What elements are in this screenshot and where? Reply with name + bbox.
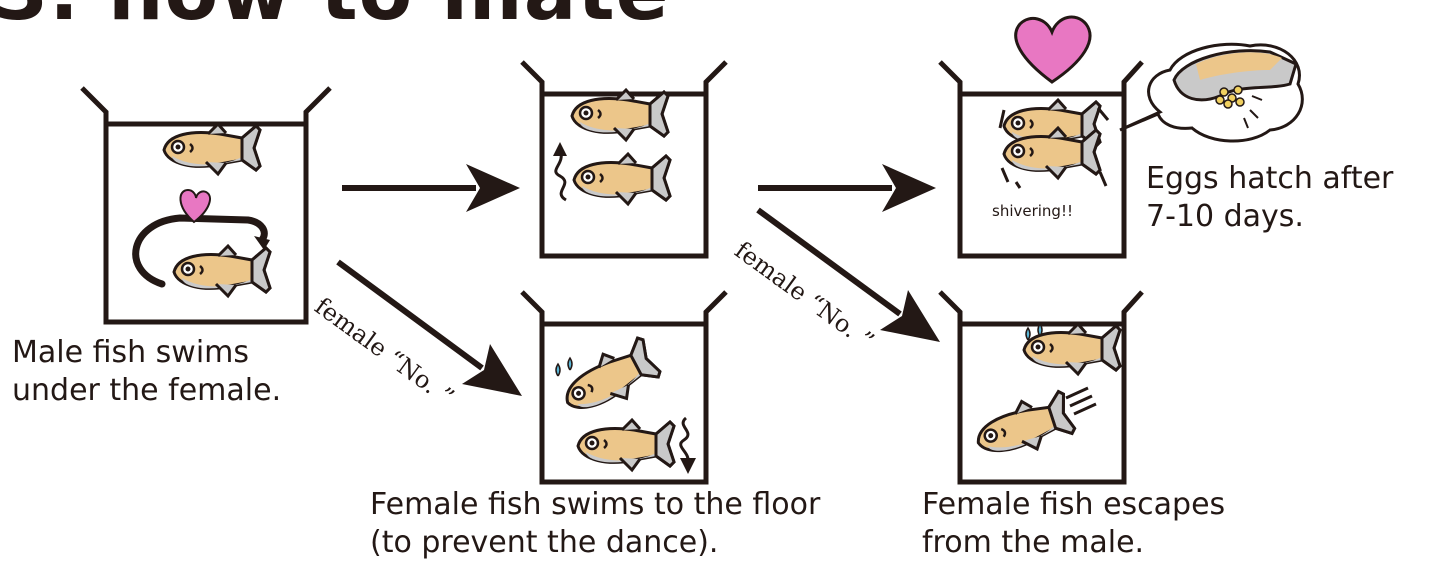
male-fish xyxy=(174,246,270,296)
caption-line-1: Eggs hatch after xyxy=(1146,160,1393,198)
male-fish-tilted xyxy=(555,335,663,424)
caption-female-escapes: Female fish escapes from the male. xyxy=(922,486,1225,562)
caption-line-2: (to prevent the dance). xyxy=(370,524,820,562)
eggs-bubble xyxy=(1120,44,1302,141)
caption-eggs-hatch: Eggs hatch after 7-10 days. xyxy=(1146,160,1393,236)
caption-line-2: under the female. xyxy=(12,372,281,410)
speed-lines xyxy=(1066,388,1096,414)
sweat-icon xyxy=(556,358,572,376)
arrow-down-1 xyxy=(462,344,522,396)
caption-female-floor: Female fish swims to the floor (to preve… xyxy=(370,486,820,562)
female-fish-top xyxy=(572,90,668,140)
caption-line-2: 7-10 days. xyxy=(1146,198,1393,236)
rising-arrow xyxy=(556,150,566,200)
caption-line-1: Female fish swims to the floor xyxy=(370,486,820,524)
arrow-down-2 xyxy=(880,290,940,342)
shivering-label: shivering!! xyxy=(992,202,1073,220)
caption-line-2: from the male. xyxy=(922,524,1225,562)
caption-male-swims-under: Male fish swims under the female. xyxy=(12,334,281,410)
male-fish-rising xyxy=(574,154,670,204)
female-fish-escaping xyxy=(970,388,1077,465)
caption-line-1: Female fish escapes xyxy=(922,486,1225,524)
tank-5 xyxy=(940,292,1142,482)
caption-line-1: Male fish swims xyxy=(12,334,281,372)
sinking-arrow xyxy=(681,418,688,462)
heart-icon-large xyxy=(1016,17,1090,82)
female-fish xyxy=(164,124,260,174)
female-fish-floor xyxy=(578,420,674,470)
